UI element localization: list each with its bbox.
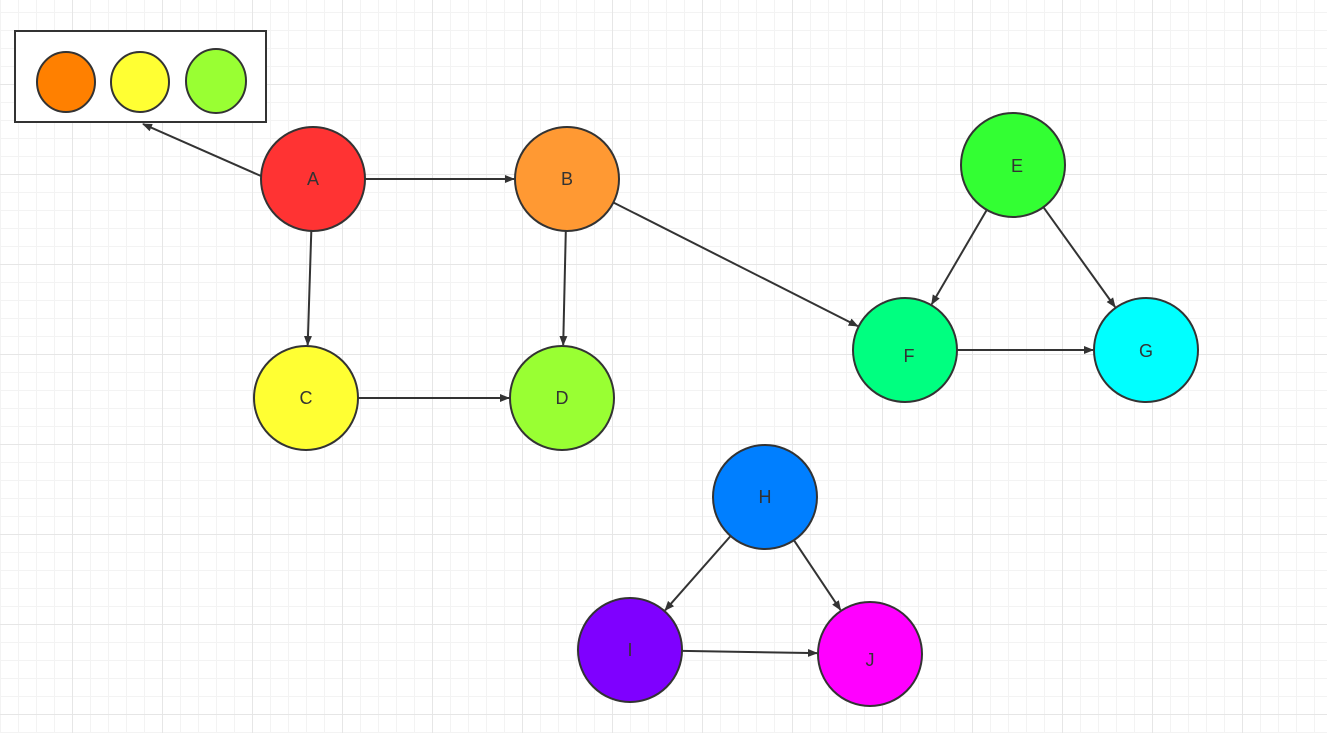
node-d-label: D (556, 388, 569, 408)
node-b-label: B (561, 169, 573, 189)
edge-e-g (1042, 206, 1116, 308)
node-i-label: I (627, 640, 632, 660)
legend-swatch-yellow (110, 51, 170, 113)
node-h: H (712, 444, 818, 550)
legend-swatch-lime (185, 48, 247, 114)
edge-b-d (559, 230, 568, 346)
node-i: I (577, 597, 683, 703)
node-b: B (514, 126, 620, 232)
legend-box (14, 30, 267, 123)
node-j: J (817, 601, 923, 707)
node-g: G (1093, 297, 1199, 403)
edge-h-j (793, 539, 842, 611)
node-c: C (253, 345, 359, 451)
node-e: E (960, 112, 1066, 218)
edge-b-f (612, 201, 859, 327)
node-d: D (509, 345, 615, 451)
node-g-label: G (1139, 341, 1153, 361)
node-a-label: A (307, 169, 319, 189)
edge-i-j (681, 648, 818, 657)
node-h-label: H (759, 487, 772, 507)
node-f: F (852, 297, 958, 403)
node-a: A (260, 126, 366, 232)
edge-a-legend (142, 123, 262, 177)
edges-layer (142, 123, 1116, 657)
legend-swatch-orange (36, 51, 96, 113)
node-f-label: F (904, 346, 915, 366)
edge-e-f (930, 209, 988, 306)
node-e-label: E (1011, 156, 1023, 176)
edge-a-c (303, 230, 313, 346)
edge-h-i (664, 535, 732, 612)
node-c-label: C (300, 388, 313, 408)
node-j-label: J (866, 650, 875, 670)
